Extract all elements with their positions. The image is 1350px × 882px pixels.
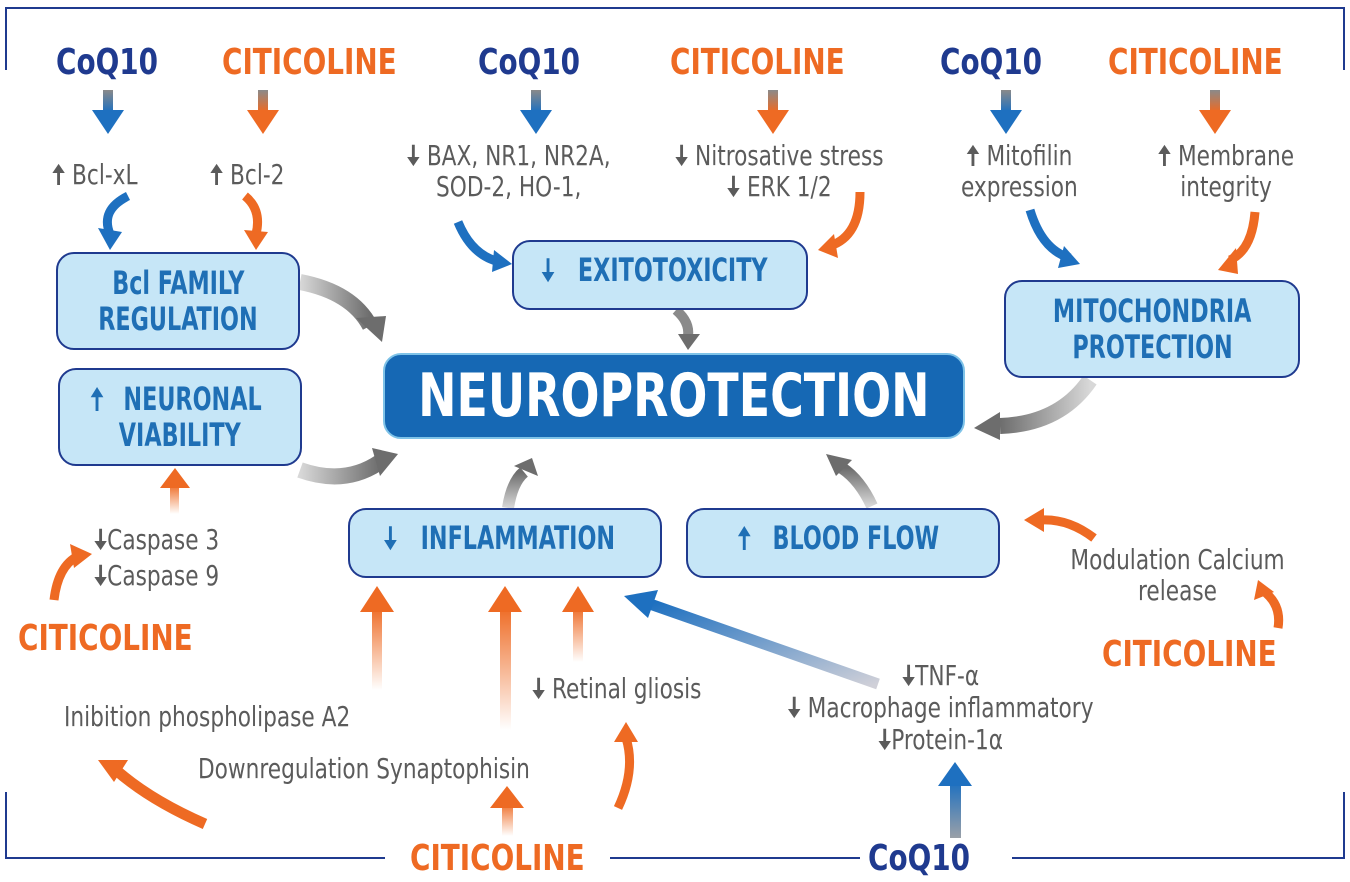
grey-bcl-to-main	[298, 274, 386, 342]
citicoline-label-3: CITICOLINE	[1108, 42, 1283, 83]
up-arrow-icon: 🠅	[52, 158, 66, 191]
grey-blood-to-main	[826, 454, 878, 509]
box-exitotoxicity: 🠇 EXITOTOXICITY	[512, 240, 808, 310]
grey-inflam-to-main	[502, 458, 538, 510]
up-gliosis-to-inflam	[562, 586, 594, 662]
grey-neuronal-to-main	[297, 448, 398, 485]
effect-membrane: 🠅 Membrane integrity	[1157, 139, 1295, 203]
frame-bottom-right	[1012, 792, 1345, 859]
up-arrow-icon: 🠅	[966, 139, 980, 172]
effect-inhibition-phospholipase: Inibition phospholipase A2	[64, 700, 351, 733]
effect-calcium-release: Modulation Calcium release	[1070, 543, 1285, 607]
citicoline-label-bottom: CITICOLINE	[410, 838, 585, 879]
box-blood-flow: 🠅 BLOOD FLOW	[686, 508, 1000, 578]
curve-mitofilin-to-mito	[1025, 208, 1080, 268]
down-arrow-icon: 🠇	[94, 559, 108, 592]
up-to-neuronal	[160, 468, 190, 514]
top-arrow-4	[757, 90, 789, 134]
effect-mitofilin: 🠅 Mitofilin expression	[960, 139, 1078, 203]
curve-bottom-to-gliosis	[613, 722, 638, 810]
down-arrow-icon: 🠇	[406, 139, 420, 172]
neuroprotection-main-box: NEUROPROTECTION	[383, 353, 965, 439]
coq10-label-2: CoQ10	[478, 42, 581, 83]
frame-top	[5, 7, 1345, 70]
curve-membrane-to-mito	[1218, 211, 1260, 274]
curve-bax-to-exito	[453, 220, 512, 272]
curve-bottom-to-inhibition	[98, 760, 208, 830]
curve-bclxl-to-bcl	[98, 191, 131, 250]
box-inflammation: 🠇 INFLAMMATION	[348, 508, 662, 578]
top-arrow-5	[990, 90, 1022, 134]
grey-exito-to-main	[672, 306, 700, 350]
up-arrow-icon: 🠅	[737, 519, 751, 557]
down-arrow-icon: 🠇	[674, 139, 689, 172]
citicoline-label-right: CITICOLINE	[1102, 634, 1277, 675]
citicoline-label-2: CITICOLINE	[670, 42, 845, 83]
coq10-label-1: CoQ10	[56, 42, 159, 83]
down-arrow-icon: 🠇	[532, 672, 546, 705]
top-arrow-6	[1199, 90, 1231, 134]
curve-citicoline-to-calcium	[1254, 580, 1284, 629]
up-bottom-to-synapto	[490, 786, 524, 836]
up-inhibition-to-inflam	[360, 586, 394, 690]
curve-calcium-to-blood	[1024, 508, 1097, 542]
down-arrow-icon: 🠇	[726, 170, 741, 203]
effect-tnf-macrophage: 🠇TNF-α 🠇 Macrophage inflammatory 🠇Protei…	[787, 659, 1094, 756]
top-arrow-1	[92, 90, 124, 134]
top-arrow-2	[247, 90, 279, 134]
curve-bcl2-to-bcl	[241, 192, 268, 250]
curve-citicoline-to-caspase	[49, 544, 92, 601]
effect-retinal-gliosis: 🠇 Retinal gliosis	[532, 668, 701, 716]
up-synapto-to-inflam	[488, 586, 522, 730]
down-arrow-icon: 🠇	[878, 723, 892, 756]
curve-nitro-to-exito	[818, 191, 865, 258]
effect-downregulation-synaptophisin: Downregulation Synaptophisin	[198, 752, 530, 785]
effect-caspase: 🠇Caspase 3 🠇Caspase 9	[94, 523, 220, 592]
up-arrow-icon: 🠅	[210, 158, 224, 191]
citicoline-label-left: CITICOLINE	[18, 618, 193, 659]
effect-nitrosative: 🠇 Nitrosative stress 🠇 ERK 1/2	[674, 139, 884, 203]
down-arrow-icon: 🠇	[383, 519, 397, 557]
coq10-label-bottom: CoQ10	[868, 838, 971, 879]
down-arrow-icon: 🠇	[94, 523, 108, 556]
frame-bottom-left	[5, 792, 385, 859]
down-arrow-icon: 🠇	[901, 659, 916, 692]
top-arrow-3	[520, 90, 552, 134]
effect-bcl-xl: 🠅 Bcl-xL	[52, 154, 138, 202]
down-arrow-icon: 🠇	[541, 251, 555, 289]
down-arrow-icon: 🠇	[787, 691, 801, 724]
citicoline-label-1: CITICOLINE	[222, 42, 397, 83]
diag-tnf-to-inflam	[624, 590, 880, 690]
effect-bax: 🠇 BAX, NR1, NR2A, SOD-2, HO-1,	[406, 139, 611, 203]
up-arrow-icon: 🠅	[90, 380, 104, 418]
grey-mito-to-main	[974, 375, 1097, 440]
coq10-label-3: CoQ10	[940, 42, 1043, 83]
effect-bcl-2: 🠅 Bcl-2	[210, 154, 284, 202]
up-arrow-icon: 🠅	[1157, 139, 1172, 172]
up-coq10-to-tnf	[938, 762, 972, 838]
